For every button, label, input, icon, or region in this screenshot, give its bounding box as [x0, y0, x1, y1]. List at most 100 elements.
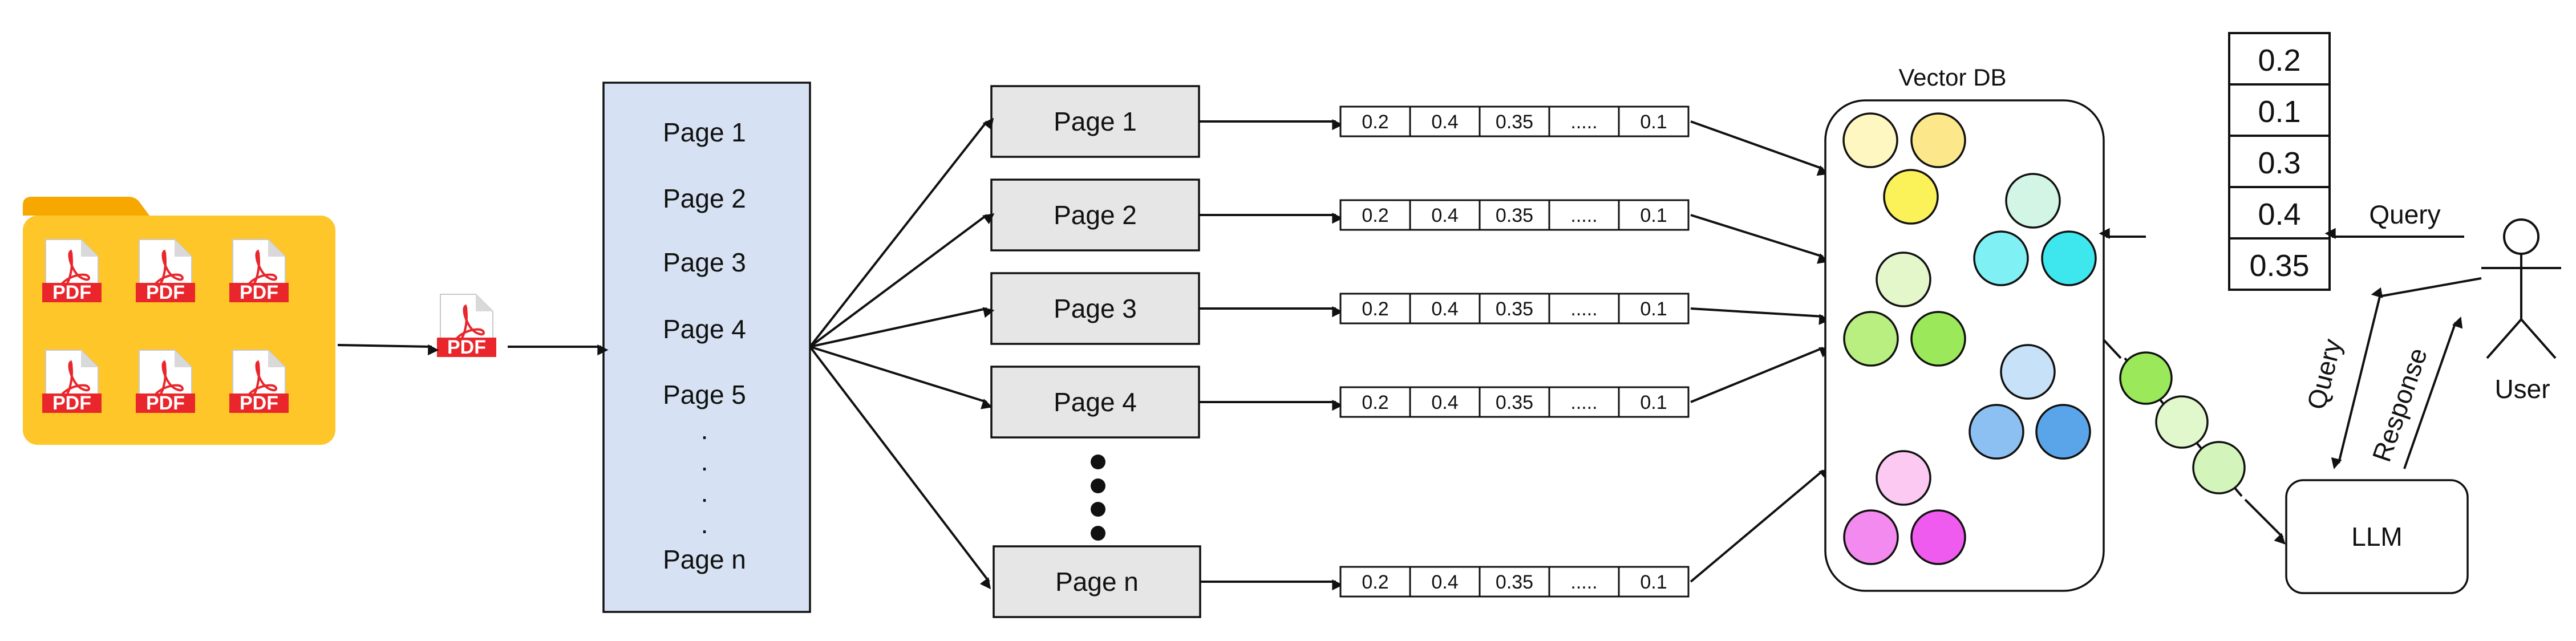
embedding-point [1876, 450, 1931, 506]
embedding-point [1842, 112, 1898, 168]
query-vector-cell: 0.35 [2249, 249, 2309, 283]
embedding-point [1910, 112, 1966, 168]
embedding-cell: 0.2 [1362, 298, 1388, 320]
folder-pdf-label: PDF [146, 392, 185, 414]
embedding-cell: 0.1 [1640, 205, 1667, 226]
embedding-point [1910, 509, 1966, 565]
db-arrow [1690, 120, 1829, 176]
vector-db: Vector DB [1824, 64, 2105, 592]
embedding-point [1876, 251, 1931, 307]
folder-pdf-icon: PDF [41, 238, 103, 303]
panel-ellipsis-dot: . [701, 447, 708, 476]
db-arrow [1690, 214, 1829, 264]
embedding-cell: 0.35 [1496, 111, 1533, 133]
embedding-point [2035, 404, 2091, 460]
embedding-cell: 0.4 [1431, 392, 1458, 413]
embedding-cell: 0.35 [1496, 298, 1533, 320]
retrieved-point [2155, 395, 2209, 449]
folder-pdf-icon: PDF [228, 349, 290, 414]
embedding-cell: 0.4 [1431, 298, 1458, 320]
embedding-point [1969, 404, 2024, 460]
panel-page-item: Page 3 [663, 248, 746, 277]
folder-pdf-label: PDF [146, 282, 185, 303]
embedding-cell: 0.35 [1496, 392, 1533, 413]
fan-arrow [809, 117, 994, 348]
folder-pdf-label: PDF [52, 282, 91, 303]
query-label-llm: Query [2301, 336, 2347, 412]
page-node-label: Page 1 [1054, 107, 1137, 136]
embedding-cell: ..... [1570, 571, 1597, 593]
embedding-cell: 0.2 [1362, 111, 1388, 133]
embedding-point [1910, 311, 1966, 367]
embedding-cell: ..... [1570, 298, 1597, 320]
embedding-point [2041, 230, 2097, 286]
panel-ellipsis-dot: . [701, 509, 708, 539]
panel-page-item: Page 1 [663, 117, 746, 147]
vertical-ellipsis-icon [1091, 455, 1105, 541]
embedding-cell: 0.2 [1362, 571, 1388, 593]
embedding-row: 0.2 0.4 0.35..... 0.1 [1339, 199, 1690, 231]
folder-pdf-label: PDF [240, 392, 278, 414]
embedding-cell: 0.1 [1640, 571, 1667, 593]
panel-ellipsis-dot: . [701, 478, 708, 508]
panel-last-page: Page n [663, 545, 746, 574]
vector-db-title: Vector DB [1898, 64, 2006, 91]
embedding-cell: ..... [1570, 205, 1597, 226]
embedding-point [2000, 344, 2056, 400]
retrieved-point [2192, 441, 2246, 494]
page-nodes: Page 1 Page 2 Page 3 Page 4 Page n [809, 85, 1343, 618]
folder-pdf-icon: PDF [135, 238, 196, 303]
query-vector-cell: 0.1 [2258, 95, 2300, 129]
page-node: Page n [993, 545, 1201, 618]
panel-page-item: Page 4 [663, 314, 746, 344]
to-llm-arrow [2244, 498, 2286, 545]
embedding-cell: 0.1 [1640, 298, 1667, 320]
embedding-row: 0.2 0.4 0.35..... 0.1 [1339, 293, 1690, 324]
flow-arrows [337, 228, 2482, 469]
db-arrow [1690, 307, 1830, 325]
query-vector-cell: 0.2 [2258, 43, 2300, 78]
query-label-db: Query [2369, 200, 2440, 229]
folder-pdf-label: PDF [52, 392, 91, 414]
panel-page-item: Page 2 [663, 184, 746, 213]
embedding-cell: 0.1 [1640, 392, 1667, 413]
query-vector: 0.20.10.30.40.35 [2228, 32, 2331, 291]
pdf-folder-icon: PDF PDF PDF PDF PDF PDF [23, 197, 335, 445]
panel-ellipsis-dot: . [701, 415, 708, 445]
page-node: Page 2 [990, 178, 1200, 251]
retrieved-point [2119, 351, 2173, 405]
fan-arrow [809, 346, 991, 590]
embedding-point [2005, 173, 2061, 229]
folder-pdf-icon: PDF [41, 349, 103, 414]
pages-panel: Page 1 Page 2 Page 3 Page 4 Page 5.... Page … [602, 82, 811, 613]
user-icon [2481, 218, 2561, 359]
fan-arrow [809, 307, 995, 348]
embedding-cell: 0.1 [1640, 111, 1667, 133]
db-arrow [1690, 468, 1831, 583]
folder-pdf-icon: PDF [228, 238, 290, 303]
page-node-label: Page 2 [1054, 200, 1137, 230]
retrieved-embeddings [2119, 351, 2286, 545]
embedding-cell: ..... [1570, 111, 1597, 133]
panel-page-item: Page 5 [663, 380, 746, 409]
page-node-label: Page 4 [1054, 387, 1137, 417]
embedding-cell: 0.2 [1362, 205, 1388, 226]
embedding-cell: 0.4 [1431, 205, 1458, 226]
pdf-label: PDF [447, 336, 486, 358]
page-node: Page 3 [990, 272, 1200, 345]
embedding-cell: 0.2 [1362, 392, 1388, 413]
llm-label: LLM [2351, 522, 2402, 551]
embedding-cell: 0.35 [1496, 205, 1533, 226]
embedding-point [1883, 169, 1939, 225]
user-label: User [2494, 374, 2550, 404]
pdf-file-icon: PDF [436, 293, 497, 358]
query-vector-cell: 0.3 [2258, 146, 2300, 180]
embedding-point [1843, 311, 1899, 367]
embedding-cell: 0.4 [1431, 111, 1458, 133]
embedding-point [1973, 230, 2029, 286]
embedding-cell: 0.35 [1496, 571, 1533, 593]
